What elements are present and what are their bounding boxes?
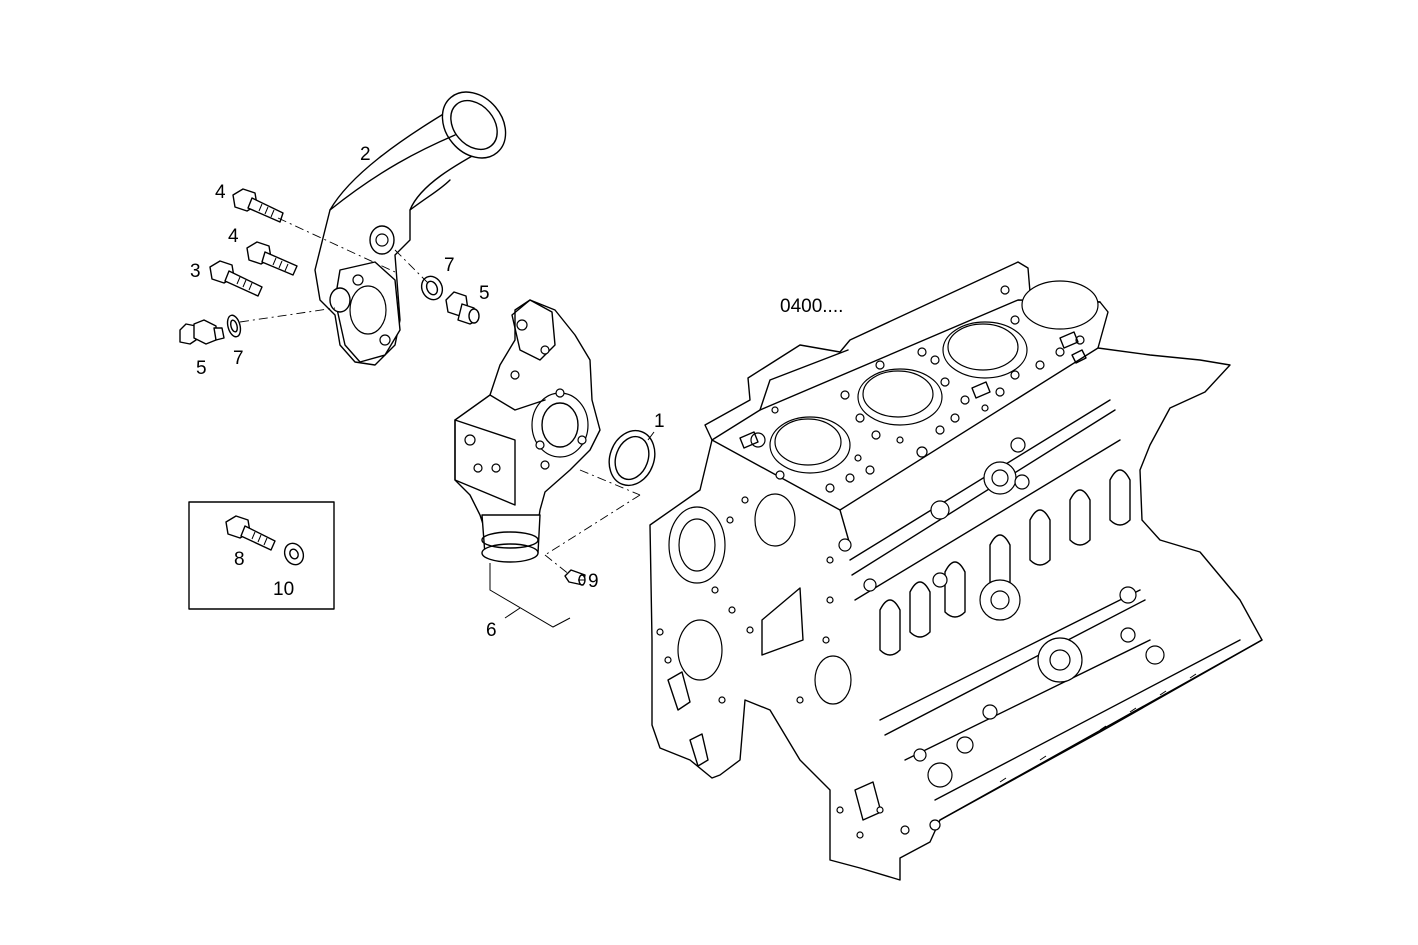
reference-number: 0400.... xyxy=(780,296,843,317)
engine-block xyxy=(649,261,1263,881)
callout-4b: 4 xyxy=(228,226,239,247)
callout-9: 9 xyxy=(588,571,599,592)
callout-6: 6 xyxy=(486,620,497,641)
callout-5b: 5 xyxy=(479,283,490,304)
bolt-part-8 xyxy=(225,515,276,551)
o-ring-part-1 xyxy=(608,429,656,487)
callout-7b: 7 xyxy=(233,348,244,369)
callout-2: 2 xyxy=(360,144,371,165)
washer-part-7-left xyxy=(226,314,242,338)
thermostat-housing xyxy=(454,299,601,563)
callout-7a: 7 xyxy=(444,255,455,276)
bolt-part-4-second xyxy=(246,241,298,276)
bolt-part-3 xyxy=(209,260,263,297)
fitting-part-5-right xyxy=(445,291,480,325)
dowel-part-9 xyxy=(564,569,586,586)
coolant-pipe-part-2 xyxy=(314,91,507,366)
callout-3: 3 xyxy=(190,261,201,282)
inset-box xyxy=(188,501,335,610)
washer-part-10 xyxy=(283,542,305,566)
bolt-part-4-top xyxy=(232,188,284,223)
callout-8: 8 xyxy=(234,549,245,570)
callout-1: 1 xyxy=(654,411,665,432)
fitting-part-5-left xyxy=(179,319,225,345)
assembly-lines xyxy=(239,217,655,628)
callout-10: 10 xyxy=(273,579,294,600)
callout-4a: 4 xyxy=(215,182,226,203)
callout-5a: 5 xyxy=(196,358,207,379)
